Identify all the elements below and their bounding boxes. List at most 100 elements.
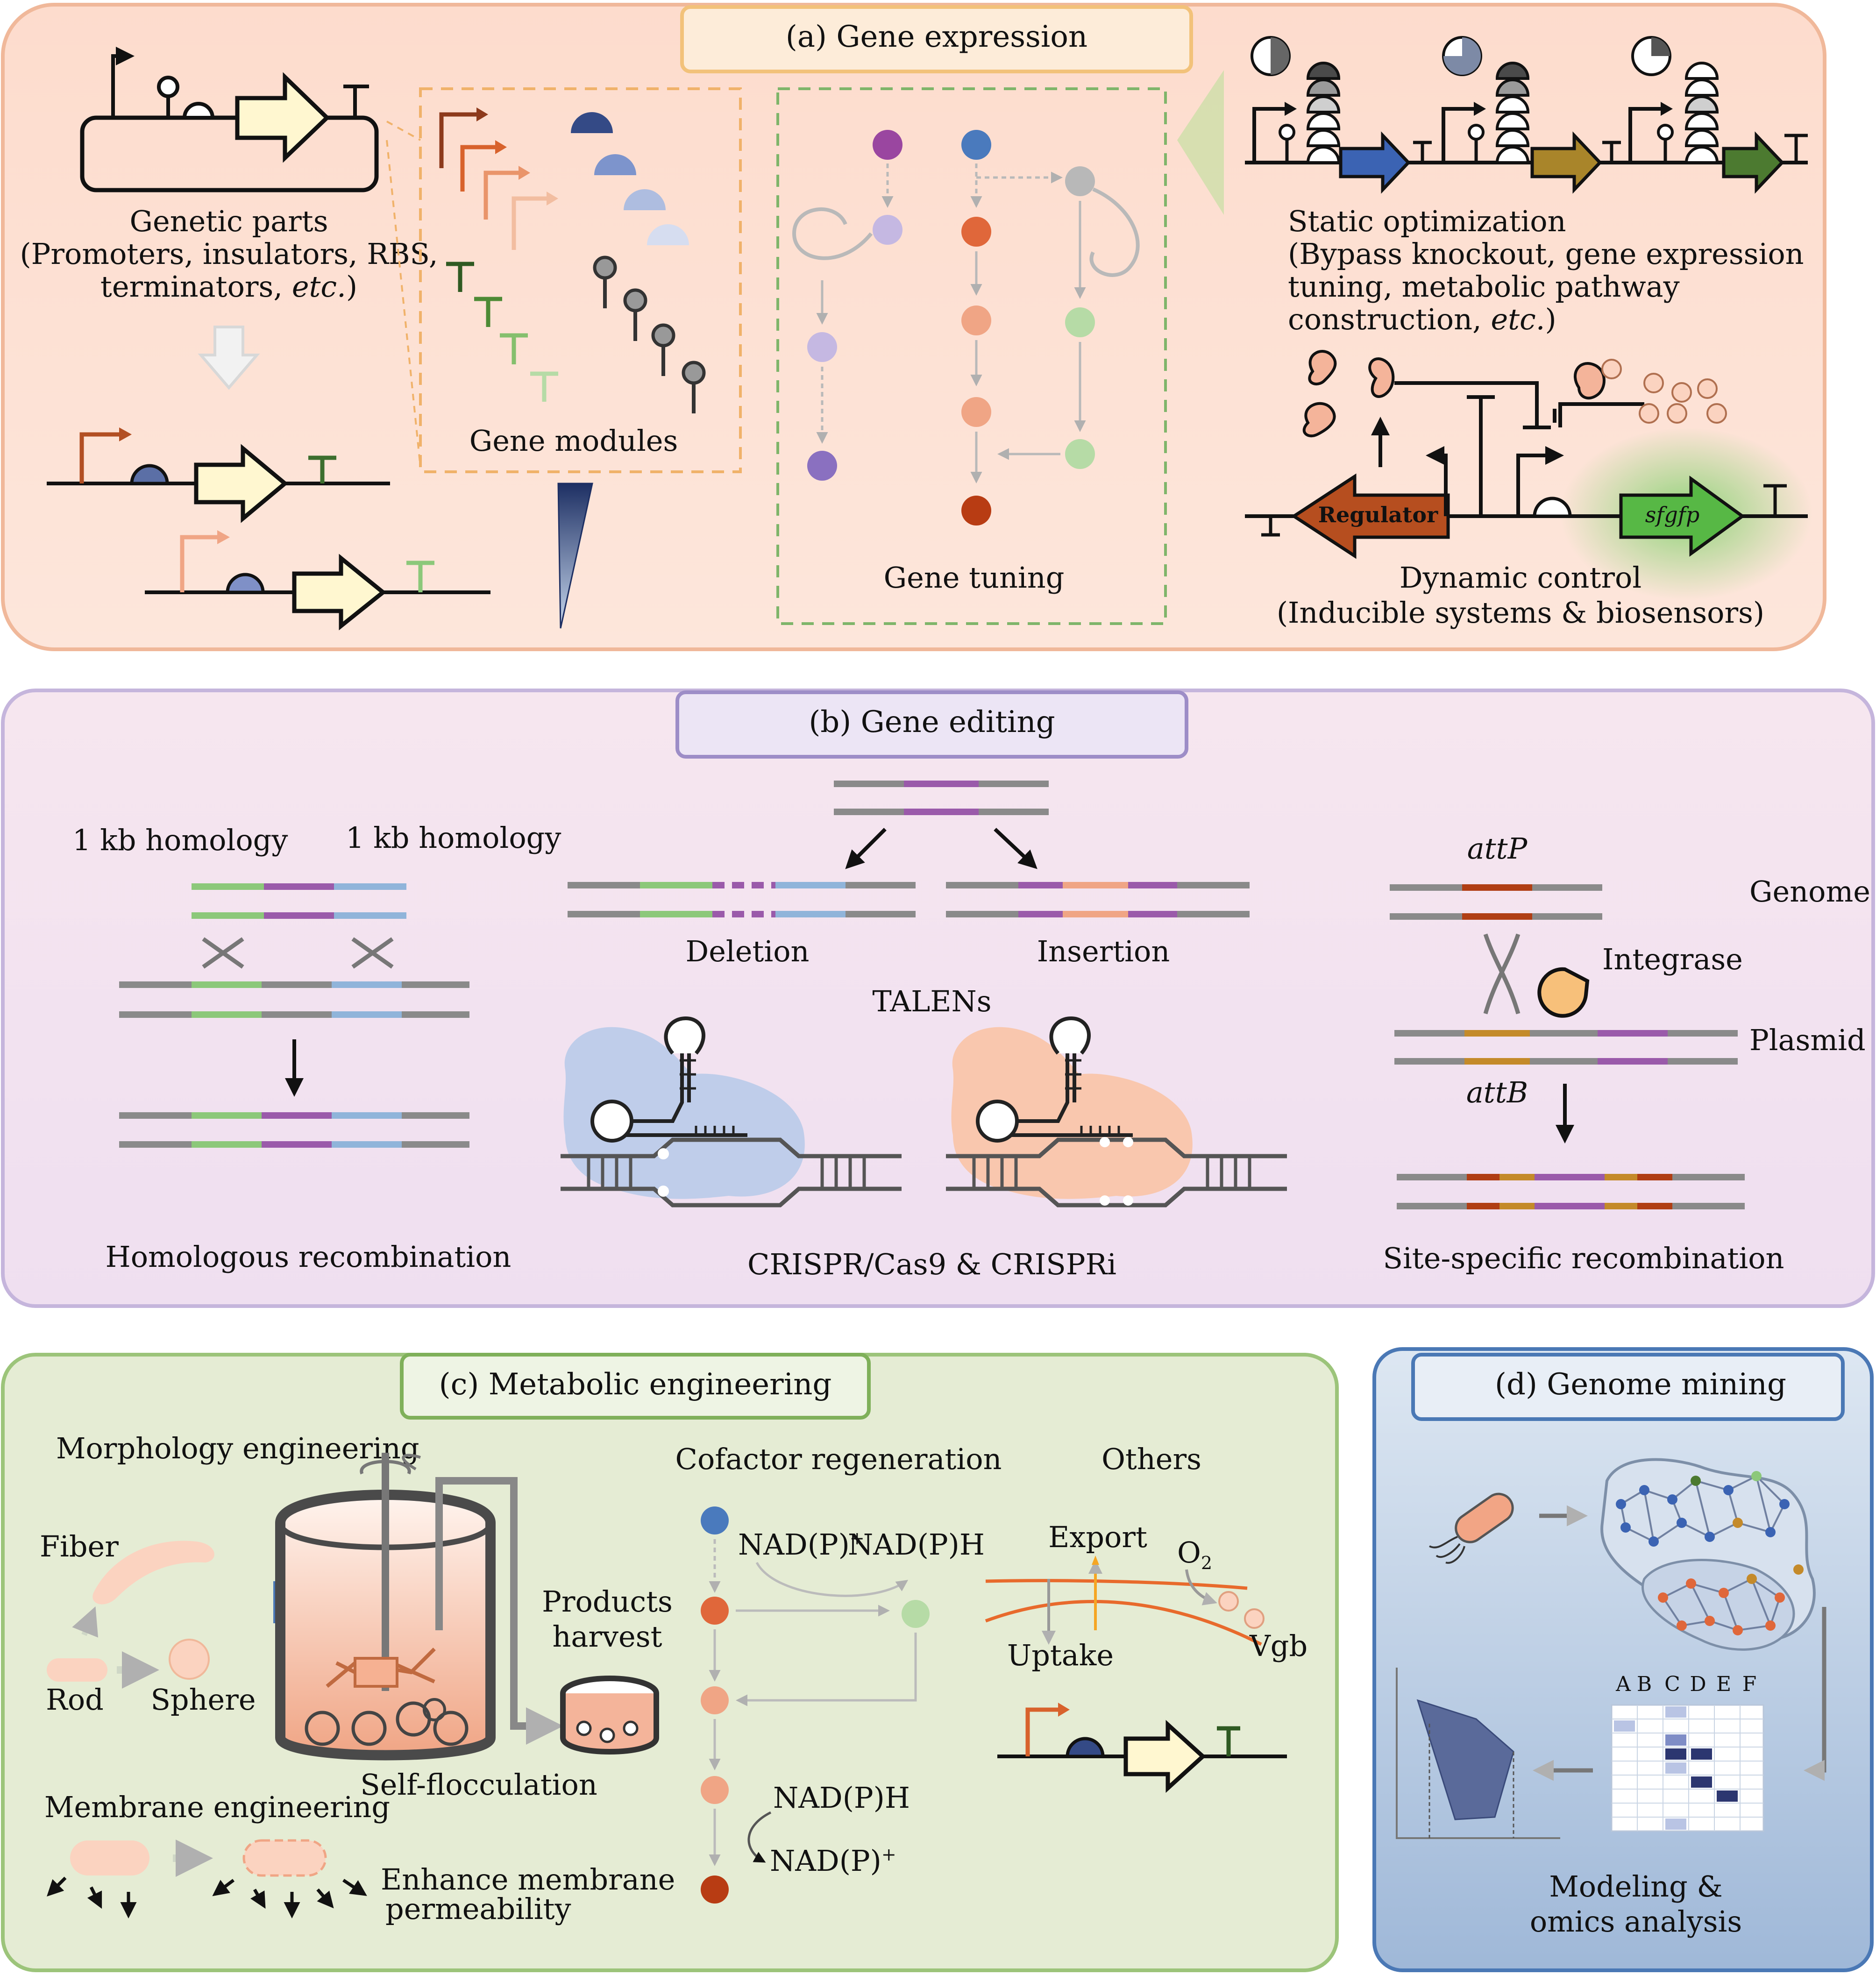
zoom-wedge bbox=[1177, 70, 1224, 215]
static-construction: construction, bbox=[1288, 302, 1482, 336]
genetic-parts-close: ) bbox=[346, 270, 357, 304]
sfgfp-label: sfgfp bbox=[1645, 502, 1700, 527]
static-optimization-list-2: tuning, metabolic pathway bbox=[1288, 270, 1680, 304]
efflux-arrows bbox=[47, 1876, 367, 1918]
flux-plot bbox=[1396, 1668, 1560, 1839]
heatmap-col-a: A bbox=[1615, 1672, 1631, 1696]
omics-heatmap: A B C D E F bbox=[1611, 1672, 1764, 1832]
dynamic-control-detail: (Inducible systems & biosensors) bbox=[1277, 596, 1764, 630]
attp-label: attP bbox=[1467, 831, 1528, 866]
site-specific-recombination: attP Genome Integrase Plasmid attB Site-… bbox=[1383, 831, 1870, 1275]
nadp-plus-main: NAD(P) bbox=[738, 1527, 850, 1562]
pathway-unit-3 bbox=[1628, 36, 1808, 194]
uptake-label: Uptake bbox=[1007, 1638, 1114, 1672]
metabolic-network bbox=[1600, 1458, 1816, 1651]
dynamic-control: Regulator sfgfp Dynamic control (In bbox=[1245, 350, 1812, 630]
sphere-cell bbox=[169, 1639, 210, 1680]
nadp-plus-text: NAD(P)+ bbox=[738, 1527, 865, 1562]
permeable-cell bbox=[242, 1839, 327, 1877]
insulator-set bbox=[593, 256, 706, 413]
genetic-parts-list-1: (Promoters, insulators, RBS, bbox=[20, 237, 438, 271]
enhance-label-2: permeability bbox=[385, 1892, 571, 1926]
panel-a-title: (a) Gene expression bbox=[786, 20, 1087, 54]
inducer-molecule bbox=[1697, 378, 1718, 399]
genome-label: Genome bbox=[1749, 874, 1870, 909]
integrase-label: Integrase bbox=[1602, 942, 1743, 976]
nadp-plus-lower-main: NAD(P) bbox=[770, 1844, 881, 1878]
nadp-plus-lower-text: NAD(P)+ bbox=[770, 1844, 896, 1878]
products-label: Products bbox=[542, 1584, 673, 1619]
gene-tuning-label: Gene tuning bbox=[884, 561, 1065, 595]
pathway-unit-1 bbox=[1251, 36, 1432, 194]
regulator-protein-icon bbox=[1368, 357, 1395, 398]
homologous-recombination-label: Homologous recombination bbox=[106, 1240, 512, 1274]
bioreactor bbox=[273, 1453, 563, 1761]
static-optimization-list-1: (Bypass knockout, gene expression bbox=[1288, 237, 1804, 271]
panel-b-title: (b) Gene editing bbox=[809, 705, 1055, 739]
heatmap-col-c: C bbox=[1664, 1672, 1680, 1696]
site-specific-label: Site-specific recombination bbox=[1383, 1241, 1784, 1275]
panel-b-title-box bbox=[675, 690, 1188, 759]
nadph-text: NAD(P)H bbox=[848, 1527, 985, 1562]
panel-a: (a) Gene expression Genetic parts (Promo… bbox=[1, 3, 1826, 651]
heatmap-col-d: D bbox=[1690, 1672, 1706, 1696]
static-close: ) bbox=[1545, 302, 1556, 336]
o2-main: O bbox=[1177, 1535, 1201, 1570]
plasmid-construct bbox=[80, 47, 379, 192]
modeling-label-2: omics analysis bbox=[1530, 1904, 1742, 1939]
others-label: Others bbox=[1101, 1442, 1201, 1476]
harvest-dish bbox=[560, 1676, 659, 1755]
down-arrow-icon bbox=[198, 326, 260, 390]
rbs-set bbox=[571, 112, 689, 245]
o2-subscript: 2 bbox=[1201, 1553, 1212, 1573]
crispr-label: CRISPR/Cas9 & CRISPRi bbox=[747, 1247, 1116, 1281]
static-optimization: Static optimization (Bypass knockout, ge… bbox=[1245, 36, 1808, 336]
inducer-molecule bbox=[1639, 403, 1659, 424]
pathway-unit-2 bbox=[1442, 36, 1621, 194]
terminator-set bbox=[446, 262, 558, 402]
insertion-label: Insertion bbox=[1037, 934, 1170, 968]
regulator-label: Regulator bbox=[1318, 502, 1438, 527]
gradient-wedge bbox=[557, 483, 593, 629]
inducer-molecule bbox=[1601, 359, 1622, 379]
harvest-label: harvest bbox=[553, 1620, 662, 1654]
panel-d: (d) Genome mining bbox=[1372, 1347, 1874, 1972]
modeling-label-1: Modeling & bbox=[1549, 1869, 1722, 1904]
bacterium-icon bbox=[1429, 1492, 1514, 1564]
cas9-complex bbox=[561, 1016, 902, 1208]
sphere-label: Sphere bbox=[150, 1683, 256, 1717]
homologous-recombination: 1 kb homology 1 kb homology Homologous r… bbox=[72, 821, 561, 1274]
gene-modules: Gene modules bbox=[386, 87, 742, 629]
static-optimization-label: Static optimization bbox=[1288, 204, 1566, 238]
genetic-parts-terminators: terminators, bbox=[100, 270, 283, 304]
fiber-cell bbox=[92, 1541, 214, 1605]
enhance-label-1: Enhance membrane bbox=[381, 1862, 675, 1897]
genetic-parts-list-2: terminators, etc.) bbox=[100, 270, 357, 304]
attb-label: attB bbox=[1466, 1075, 1528, 1109]
fiber-label: Fiber bbox=[40, 1529, 119, 1563]
talens-label: TALENs bbox=[872, 984, 991, 1018]
inducer-molecule bbox=[1667, 403, 1687, 424]
genetic-parts-label: Genetic parts bbox=[129, 204, 328, 238]
cofactor-label: Cofactor regeneration bbox=[675, 1442, 1002, 1476]
homology-left-label: 1 kb homology bbox=[72, 823, 288, 857]
vgb-label: Vgb bbox=[1249, 1629, 1308, 1663]
genetic-parts-etc: etc. bbox=[292, 270, 346, 304]
morphology-label: Morphology engineering bbox=[56, 1431, 419, 1465]
regulator-protein-icon bbox=[1573, 362, 1606, 400]
panel-a-title-box bbox=[680, 5, 1193, 73]
heatmap-col-e: E bbox=[1716, 1672, 1731, 1696]
panel-d-title: (d) Genome mining bbox=[1495, 1367, 1786, 1402]
panel-c-title-box bbox=[400, 1353, 871, 1420]
construct-1 bbox=[47, 427, 390, 523]
regulator-protein-icon bbox=[1308, 350, 1337, 386]
inducer-molecule bbox=[1671, 382, 1692, 403]
dcas9-complex bbox=[946, 1016, 1287, 1208]
promoter-set bbox=[439, 107, 558, 250]
deletion-label: Deletion bbox=[686, 934, 810, 968]
cofactor-regeneration: Cofactor regeneration NAD(P)+ NAD(P)H NA… bbox=[675, 1442, 1002, 1904]
export-label: Export bbox=[1048, 1520, 1147, 1554]
panel-c-title: (c) Metabolic engineering bbox=[439, 1367, 832, 1402]
